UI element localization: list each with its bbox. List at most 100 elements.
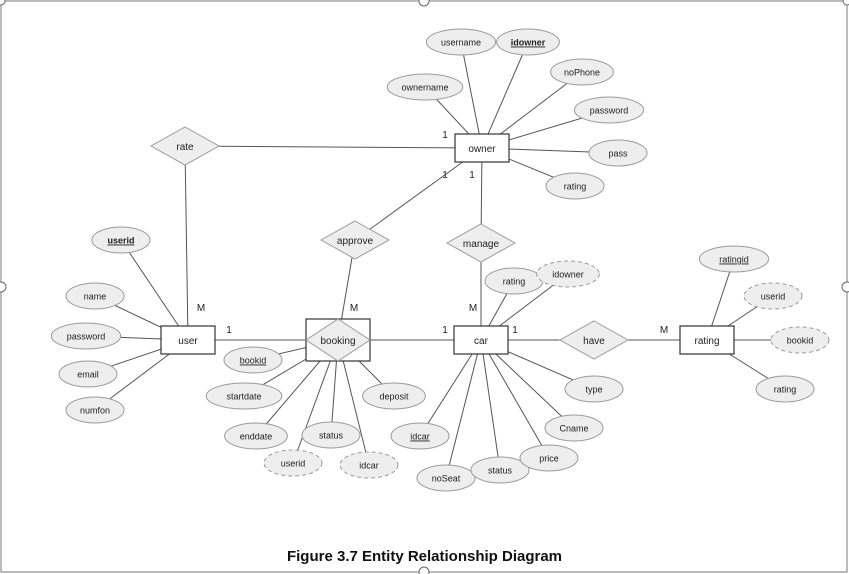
attribute-car-rating[interactable]: rating bbox=[484, 267, 544, 295]
connector-lines bbox=[85, 41, 800, 479]
attribute-ellipse bbox=[425, 28, 497, 56]
attribute-user-numfon[interactable]: numfon bbox=[65, 396, 125, 424]
attribute-ellipse bbox=[301, 421, 361, 449]
entity-label: rating bbox=[694, 336, 719, 347]
attribute-booking-startdate[interactable]: startdate bbox=[205, 382, 283, 410]
attribute-ellipse bbox=[536, 260, 600, 288]
attribute-user-email[interactable]: email bbox=[58, 360, 118, 388]
attribute-car-status[interactable]: status bbox=[470, 456, 530, 484]
relationship-rate[interactable]: rate bbox=[149, 126, 221, 166]
attribute-ellipse bbox=[58, 360, 118, 388]
attribute-car-idowner[interactable]: idowner bbox=[536, 260, 600, 288]
attribute-owner-rating[interactable]: rating bbox=[545, 172, 605, 200]
relationship-label: rate bbox=[176, 142, 194, 153]
relationship-approve[interactable]: approve bbox=[319, 220, 391, 260]
entity-booking[interactable]: booking bbox=[305, 318, 371, 362]
attribute-user-name[interactable]: name bbox=[65, 282, 125, 310]
attr-link-car_noseat bbox=[445, 339, 482, 479]
frame-handle-right[interactable] bbox=[841, 281, 849, 293]
attribute-label: rating bbox=[564, 182, 587, 192]
attribute-label: idowner bbox=[511, 38, 546, 48]
attribute-owner-pass[interactable]: pass bbox=[588, 139, 648, 167]
entity-box bbox=[160, 325, 216, 355]
cardinality-have-car: 1 bbox=[512, 325, 518, 336]
relationship-manage[interactable]: manage bbox=[445, 223, 517, 263]
attr-link-car_idcar bbox=[419, 339, 482, 437]
relationship-diamond bbox=[445, 223, 517, 263]
attribute-label: rating bbox=[503, 277, 526, 287]
cardinality-approve-booking: M bbox=[350, 303, 358, 314]
attribute-owner-nophone[interactable]: noPhone bbox=[550, 58, 614, 86]
cardinality-have-rating: M bbox=[660, 325, 668, 336]
attribute-owner-ownername[interactable]: ownername bbox=[386, 73, 464, 101]
attribute-booking-userid[interactable]: userid bbox=[263, 449, 323, 477]
link-rate-owner bbox=[184, 145, 483, 149]
attribute-ellipse bbox=[564, 375, 624, 403]
attr-link-user_userid bbox=[120, 239, 189, 341]
attribute-booking-bookid[interactable]: bookid bbox=[223, 346, 283, 374]
attribute-owner-idowner[interactable]: idowner bbox=[496, 28, 560, 56]
entity-label: booking bbox=[320, 336, 355, 347]
attribute-booking-idcar[interactable]: idcar bbox=[339, 451, 399, 479]
attribute-ellipse bbox=[544, 414, 604, 442]
cardinality-rate-owner: 1 bbox=[442, 130, 448, 141]
attribute-owner-username[interactable]: username bbox=[425, 28, 497, 56]
attribute-car-noseat[interactable]: noSeat bbox=[416, 464, 476, 492]
frame-handle-bottom[interactable] bbox=[418, 566, 430, 574]
relationship-have[interactable]: have bbox=[558, 320, 630, 360]
entity-rating[interactable]: rating bbox=[679, 325, 735, 355]
attribute-label: email bbox=[77, 370, 99, 380]
frame-handle-left[interactable] bbox=[0, 281, 7, 293]
relationship-diamond bbox=[558, 320, 630, 360]
attribute-label: userid bbox=[761, 292, 786, 302]
attribute-label: username bbox=[441, 38, 481, 48]
attr-link-car_price bbox=[480, 339, 550, 459]
attribute-ellipse bbox=[519, 444, 579, 472]
attribute-ellipse bbox=[770, 326, 830, 354]
attribute-car-idcar[interactable]: idcar bbox=[390, 422, 450, 450]
attribute-label: Cname bbox=[559, 424, 588, 434]
attribute-user-userid[interactable]: userid bbox=[91, 226, 151, 254]
attribute-ellipse bbox=[416, 464, 476, 492]
entity-box bbox=[453, 325, 509, 355]
attr-link-owner_username bbox=[460, 41, 483, 149]
entity-user[interactable]: user bbox=[160, 325, 216, 355]
attribute-booking-status[interactable]: status bbox=[301, 421, 361, 449]
frame-handle-top-left[interactable] bbox=[0, 0, 6, 6]
frame-handle-top[interactable] bbox=[418, 0, 430, 7]
cardinality-user-booking-from: 1 bbox=[226, 325, 232, 336]
attribute-car-cname[interactable]: Cname bbox=[544, 414, 604, 442]
attribute-car-price[interactable]: price bbox=[519, 444, 579, 472]
attribute-label: bookid bbox=[240, 356, 267, 366]
attribute-ellipse bbox=[550, 58, 614, 86]
attribute-ellipse bbox=[223, 346, 283, 374]
attribute-ellipse bbox=[339, 451, 399, 479]
attribute-ellipse bbox=[91, 226, 151, 254]
attribute-label: userid bbox=[107, 236, 134, 246]
attribute-rating-rating[interactable]: rating bbox=[755, 375, 815, 403]
attribute-label: password bbox=[67, 332, 106, 342]
attribute-label: pass bbox=[608, 149, 628, 159]
entity-owner[interactable]: owner bbox=[454, 133, 510, 163]
attribute-owner-password[interactable]: password bbox=[573, 96, 645, 124]
attribute-ellipse bbox=[205, 382, 283, 410]
attribute-ellipse bbox=[50, 322, 122, 350]
attribute-rating-userid[interactable]: userid bbox=[743, 282, 803, 310]
entity-car[interactable]: car bbox=[453, 325, 509, 355]
attribute-ellipse bbox=[224, 422, 288, 450]
attr-link-car_cname bbox=[480, 339, 575, 429]
attribute-user-password[interactable]: password bbox=[50, 322, 122, 350]
cardinality-approve-owner: 1 bbox=[442, 170, 448, 181]
attribute-label: numfon bbox=[80, 406, 110, 416]
attribute-car-type[interactable]: type bbox=[564, 375, 624, 403]
attribute-booking-enddate[interactable]: enddate bbox=[224, 422, 288, 450]
attribute-ellipse bbox=[743, 282, 803, 310]
attribute-ellipse bbox=[263, 449, 323, 477]
attribute-rating-ratingid[interactable]: ratingid bbox=[698, 245, 770, 273]
frame-handle-top-right[interactable] bbox=[842, 0, 849, 6]
attribute-booking-deposit[interactable]: deposit bbox=[362, 382, 426, 410]
attribute-label: enddate bbox=[240, 432, 273, 442]
attribute-ellipse bbox=[65, 282, 125, 310]
attribute-rating-bookid[interactable]: bookid bbox=[770, 326, 830, 354]
